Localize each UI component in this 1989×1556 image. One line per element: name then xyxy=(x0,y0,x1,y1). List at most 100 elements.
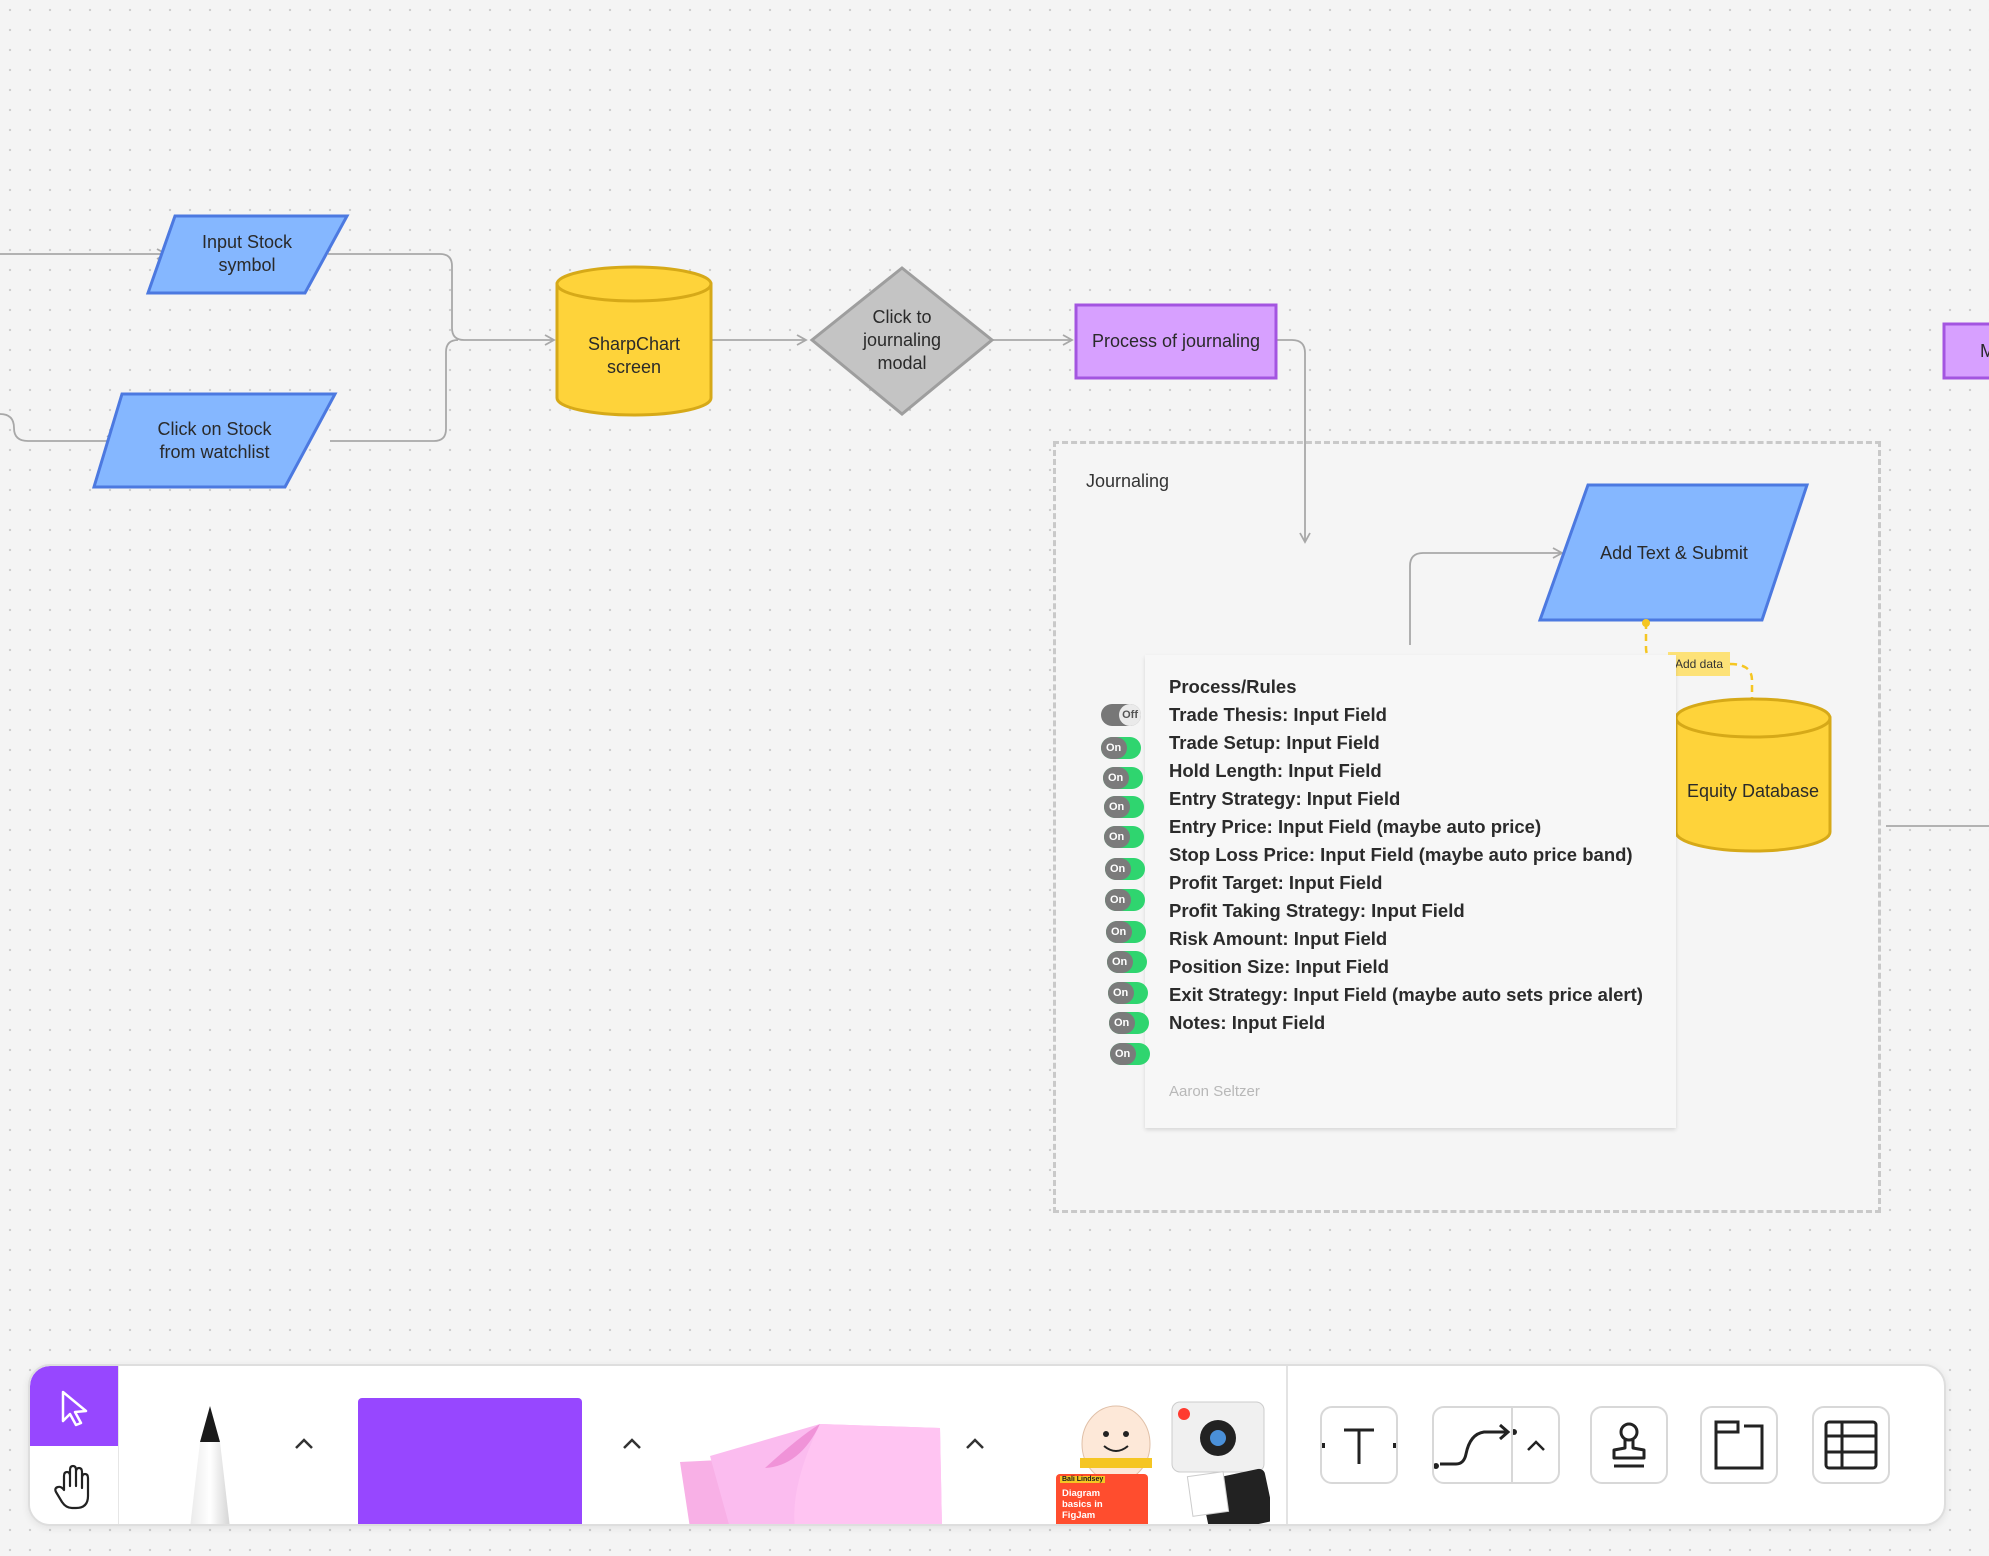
rule-row: Profit Taking Strategy: Input Field xyxy=(1169,900,1465,921)
toggle-knob xyxy=(1104,796,1130,818)
click-modal-label[interactable]: Click to journaling modal xyxy=(862,307,942,373)
add-text-shape xyxy=(1537,483,1810,622)
text-icon xyxy=(1320,1428,1398,1464)
process-journaling-shape xyxy=(1074,303,1278,380)
connector-edge xyxy=(330,339,459,442)
shape-tool-button[interactable] xyxy=(358,1398,582,1524)
connector-edge xyxy=(1276,339,1311,544)
connector-label-add-data[interactable]: Add data xyxy=(1668,652,1730,676)
chevron-up-icon[interactable] xyxy=(620,1434,644,1452)
hand-icon xyxy=(54,1464,90,1510)
rule-toggle[interactable]: Off xyxy=(1101,704,1141,726)
toggle-knob xyxy=(1101,737,1127,759)
toggle-knob xyxy=(1108,982,1134,1004)
connector-tool-button[interactable] xyxy=(1432,1406,1560,1484)
rule-row: Trade Setup: Input Field xyxy=(1169,732,1380,753)
rule-toggle[interactable]: On xyxy=(1104,796,1144,818)
select-tool-button[interactable] xyxy=(30,1366,118,1446)
toggle-knob xyxy=(1109,1012,1135,1034)
chevron-up-icon[interactable] xyxy=(292,1434,316,1452)
toggle-label: On xyxy=(1110,894,1126,906)
marker-icon[interactable] xyxy=(160,1394,260,1526)
sticker-card-line: FigJam xyxy=(1062,1510,1096,1521)
rule-row: Trade Thesis: Input Field xyxy=(1169,704,1387,725)
toggle-knob xyxy=(1106,921,1132,943)
toggle-label: On xyxy=(1109,831,1125,843)
text-tool-button[interactable] xyxy=(1320,1406,1398,1484)
connector-edge xyxy=(328,253,556,346)
sharpchart-label[interactable]: SharpChart screen xyxy=(587,334,681,377)
connector-endpoint xyxy=(1642,619,1650,627)
toggle-knob xyxy=(1104,826,1130,848)
toggle-label: On xyxy=(1106,742,1122,754)
click-modal-shape xyxy=(809,266,995,416)
sticker-card-line: Diagram xyxy=(1062,1488,1101,1499)
equity-database-shape xyxy=(1674,697,1832,853)
card-author: Aaron Seltzer xyxy=(1169,1083,1260,1100)
rule-toggle[interactable]: On xyxy=(1105,889,1145,911)
toggle-knob xyxy=(1107,951,1133,973)
sticker-card-line: basics in xyxy=(1062,1499,1103,1510)
toggle-knob xyxy=(1110,1043,1136,1065)
toolbar-divider xyxy=(118,1366,119,1524)
table-icon xyxy=(1824,1420,1878,1470)
stickers-tool-button[interactable]: Bali Lindsey Diagram basics in FigJam xyxy=(1050,1394,1270,1524)
sharpchart-shape xyxy=(555,265,713,417)
connector-edge xyxy=(0,413,118,447)
rule-toggle[interactable]: On xyxy=(1104,826,1144,848)
toggle-label: On xyxy=(1113,987,1129,999)
rule-toggle[interactable]: On xyxy=(1109,1012,1149,1034)
rule-toggle[interactable]: On xyxy=(1108,982,1148,1004)
rule-row: Entry Price: Input Field (maybe auto pri… xyxy=(1169,816,1542,837)
toggle-knob xyxy=(1105,858,1131,880)
section-tool-button[interactable] xyxy=(1700,1406,1778,1484)
toolbar-divider xyxy=(1286,1366,1288,1524)
add-text-label[interactable]: Add Text & Submit xyxy=(1600,543,1748,563)
input-stock-shape xyxy=(145,214,350,295)
rule-toggle[interactable]: On xyxy=(1110,1043,1150,1065)
rule-toggle[interactable]: On xyxy=(1101,737,1141,759)
rule-row: Profit Target: Input Field xyxy=(1169,872,1383,893)
toggle-label: On xyxy=(1115,1048,1131,1060)
toggle-label: On xyxy=(1108,772,1124,784)
rule-toggle[interactable]: On xyxy=(1107,951,1147,973)
toggle-label: On xyxy=(1112,956,1128,968)
rule-row: Hold Length: Input Field xyxy=(1169,760,1382,781)
toggle-knob xyxy=(1119,704,1141,726)
section-title: Journaling xyxy=(1086,471,1170,491)
sticker-card: Bali Lindsey Diagram basics in FigJam xyxy=(1056,1474,1148,1524)
toggle-label: On xyxy=(1111,926,1127,938)
connector-icon xyxy=(1433,1408,1545,1482)
stamp-tool-button[interactable] xyxy=(1590,1406,1668,1484)
sticker-card-tag: Bali Lindsey xyxy=(1060,1476,1106,1483)
toggle-label: On xyxy=(1114,1017,1130,1029)
equity-database-label[interactable]: Equity Database xyxy=(1686,781,1820,801)
card-heading: Process/Rules xyxy=(1169,676,1297,697)
rule-row: Entry Strategy: Input Field xyxy=(1169,788,1401,809)
rule-row: Notes: Input Field xyxy=(1169,1012,1326,1033)
stickers-icon xyxy=(1080,1401,1270,1524)
input-stock-label[interactable]: Input Stock symbol xyxy=(201,232,293,275)
table-tool-button[interactable] xyxy=(1812,1406,1890,1484)
rule-toggle[interactable]: On xyxy=(1103,767,1143,789)
hand-tool-button[interactable] xyxy=(30,1446,118,1524)
process-journaling-label[interactable]: Process of journaling xyxy=(1091,331,1261,351)
rule-row: Risk Amount: Input Field xyxy=(1169,928,1388,949)
toggle-label: Off xyxy=(1122,709,1138,721)
connector-edge-dashed xyxy=(1644,622,1754,700)
toggle-knob xyxy=(1105,889,1131,911)
offscreen-process-label[interactable]: M xyxy=(1980,341,1989,361)
rule-toggle[interactable]: On xyxy=(1105,858,1145,880)
rule-toggle[interactable]: On xyxy=(1106,921,1146,943)
rule-row: Position Size: Input Field xyxy=(1169,956,1389,977)
cursor-icon xyxy=(61,1390,88,1427)
rule-row: Stop Loss Price: Input Field (maybe auto… xyxy=(1169,844,1633,865)
sticky-note-icon[interactable] xyxy=(650,1396,970,1526)
click-watchlist-shape xyxy=(91,392,338,489)
toggle-label: On xyxy=(1110,863,1126,875)
chevron-up-icon[interactable] xyxy=(963,1434,987,1452)
click-watchlist-label[interactable]: Click on Stock from watchlist xyxy=(157,419,272,462)
offscreen-process-shape xyxy=(1942,322,1989,380)
